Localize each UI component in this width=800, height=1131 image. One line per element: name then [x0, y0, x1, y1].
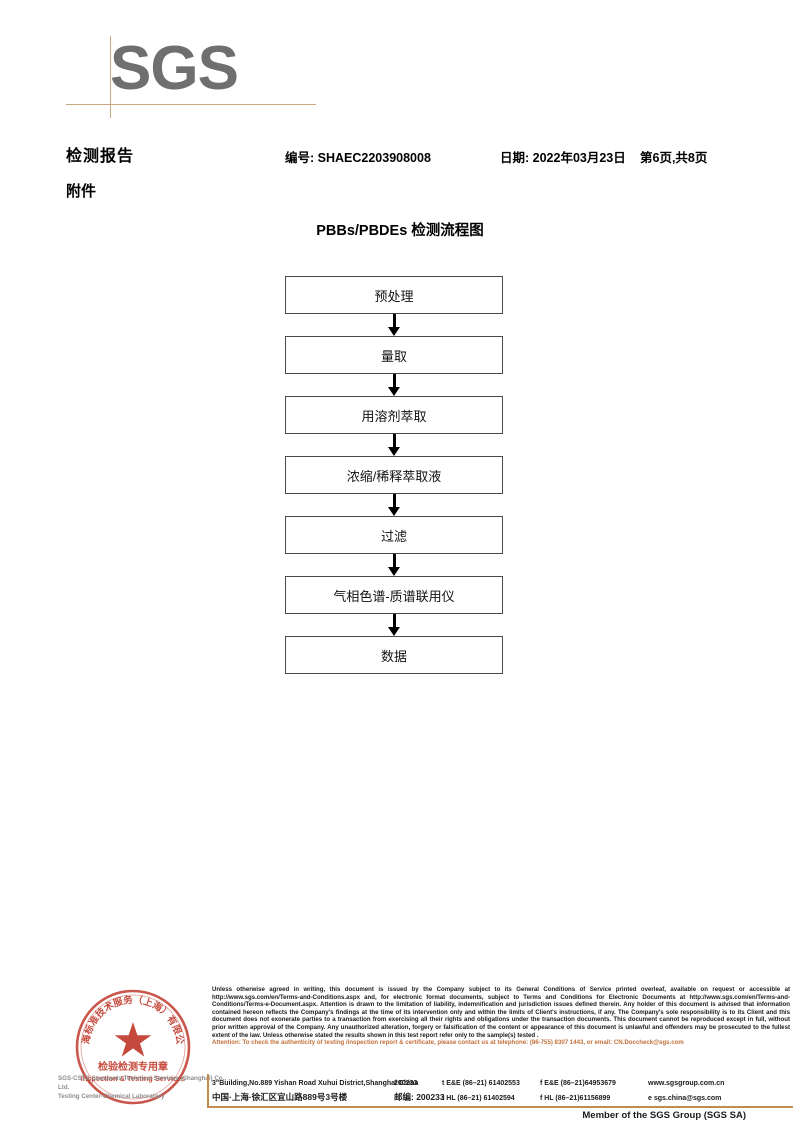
fax-ee: f E&E (86–21)64953679	[540, 1080, 616, 1087]
arrow-head	[388, 507, 400, 516]
page-indicator: 第6页,共8页	[640, 151, 708, 165]
flow-arrow-6	[285, 614, 503, 636]
footer-disclaimer: Unless otherwise agreed in writing, this…	[212, 986, 790, 1047]
arrow-shaft	[392, 314, 396, 329]
flow-arrow-2	[285, 374, 503, 396]
page-title: 检测报告	[66, 148, 135, 165]
email: e sgs.china@sgs.com	[648, 1094, 722, 1102]
logo-vertical-rule	[110, 36, 111, 118]
address-cn: 中国·上海·徐汇区宜山路889号3号楼	[212, 1091, 348, 1102]
website: www.sgsgroup.com.cn	[648, 1080, 725, 1087]
flow-step-2: 量取	[285, 336, 503, 374]
address-row-en: 3"Building,No.889 Yishan Road Xuhui Dist…	[212, 1078, 792, 1091]
report-number: 编号: SHAEC2203908008	[285, 151, 431, 165]
flow-step-3: 用溶剂萃取	[285, 396, 503, 434]
flow-arrow-4	[285, 494, 503, 516]
flowchart: 预处理 量取 用溶剂萃取 浓缩/稀释萃取液 过滤 气相色谱-质谱联用仪	[285, 276, 503, 674]
arrow-shaft	[392, 554, 396, 569]
tel-hl: t HL (86–21) 61402594	[442, 1094, 515, 1102]
arrow-shaft	[392, 374, 396, 389]
arrow-shaft	[392, 494, 396, 509]
svg-text:Inspection & Testing Services: Inspection & Testing Services	[81, 1074, 186, 1083]
seal-caption: SGS-CSTC Standards Technical Services (S…	[58, 1074, 228, 1101]
seal-caption-line2: Testing Center-Chemical Laboratory	[58, 1093, 165, 1100]
footer-vertical-rule	[207, 1074, 209, 1108]
flow-step-6: 气相色谱-质谱联用仪	[285, 576, 503, 614]
inspection-seal-icon: 上海标准技术服务（上海）有限公司 检验检测专用章 Inspection & Te…	[72, 986, 194, 1108]
arrow-head	[388, 567, 400, 576]
fax-hl: f HL (86–21)61156899	[540, 1094, 611, 1102]
sgs-logo: SGS	[110, 36, 290, 114]
disclaimer-text: Unless otherwise agreed in writing, this…	[212, 986, 790, 1039]
flowchart-title: PBBs/PBDEs 检测流程图	[316, 223, 484, 239]
logo-horizontal-rule	[66, 104, 316, 105]
flow-arrow-1	[285, 314, 503, 336]
flow-step-5: 过滤	[285, 516, 503, 554]
arrow-head	[388, 447, 400, 456]
flow-arrow-5	[285, 554, 503, 576]
attachment-label: 附件	[66, 183, 97, 200]
arrow-head	[388, 327, 400, 336]
arrow-shaft	[392, 434, 396, 449]
report-date: 日期: 2022年03月23日	[500, 151, 626, 165]
tel-ee: t E&E (86–21) 61402553	[442, 1080, 520, 1087]
footer-horizontal-rule	[207, 1106, 793, 1108]
arrow-head	[388, 387, 400, 396]
flow-step-1: 预处理	[285, 276, 503, 314]
svg-text:检验检测专用章: 检验检测专用章	[98, 1060, 168, 1073]
address-en: 3"Building,No.889 Yishan Road Xuhui Dist…	[212, 1080, 419, 1087]
postcode-cn: 邮编: 200233	[394, 1091, 445, 1102]
arrow-head	[388, 627, 400, 636]
flow-step-7: 数据	[285, 636, 503, 674]
address-row-cn: 中国·上海·徐汇区宜山路889号3号楼 邮编: 200233 t HL (86–…	[212, 1091, 792, 1106]
postcode-en: 200233	[394, 1080, 418, 1087]
attention-notice: Attention: To check the authenticity of …	[212, 1039, 684, 1047]
footer-address-block: 3"Building,No.889 Yishan Road Xuhui Dist…	[212, 1078, 792, 1105]
flow-arrow-3	[285, 434, 503, 456]
sgs-logo-text: SGS	[110, 34, 239, 103]
member-notice: Member of the SGS Group (SGS SA)	[582, 1110, 746, 1121]
seal-caption-line1: SGS-CSTC Standards Technical Services (S…	[58, 1075, 227, 1091]
arrow-shaft	[392, 614, 396, 629]
flow-step-4: 浓缩/稀释萃取液	[285, 456, 503, 494]
